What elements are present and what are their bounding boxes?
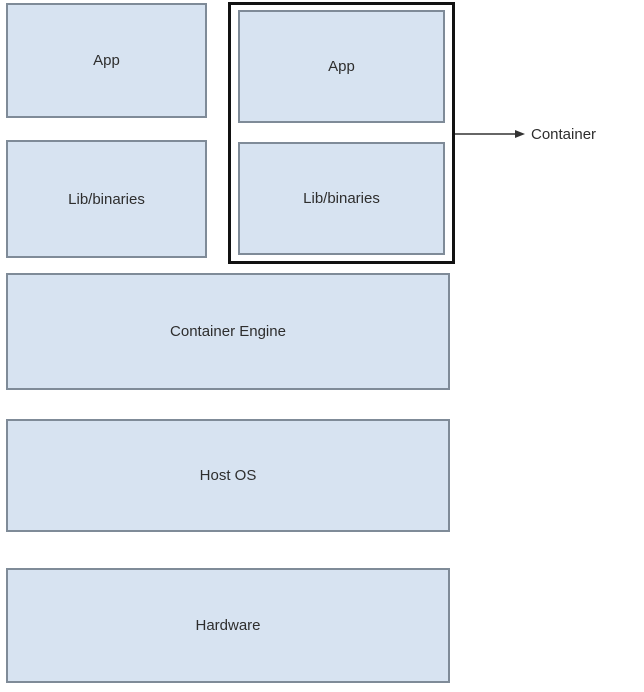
container-engine-box: Container Engine <box>6 273 450 390</box>
app-box-in-container-label: App <box>328 58 355 75</box>
container-annotation-label: Container <box>531 126 597 143</box>
app-box-left-label: App <box>93 52 120 69</box>
hardware-label: Hardware <box>195 617 261 634</box>
host-os-label: Host OS <box>199 467 257 484</box>
container-arrow <box>455 130 525 138</box>
container-boundary: App Lib/binaries <box>228 2 455 264</box>
lib-binaries-box-in-container-label: Lib/binaries <box>303 190 380 207</box>
lib-binaries-box-in-container: Lib/binaries <box>238 142 445 255</box>
hardware-box: Hardware <box>6 568 450 683</box>
container-engine-label: Container Engine <box>170 323 286 340</box>
host-os-box: Host OS <box>6 419 450 532</box>
lib-binaries-box-left-label: Lib/binaries <box>68 190 145 208</box>
lib-binaries-box-left: Lib/binaries <box>6 140 207 258</box>
app-box-in-container: App <box>238 10 445 123</box>
app-box-left: App <box>6 3 207 118</box>
